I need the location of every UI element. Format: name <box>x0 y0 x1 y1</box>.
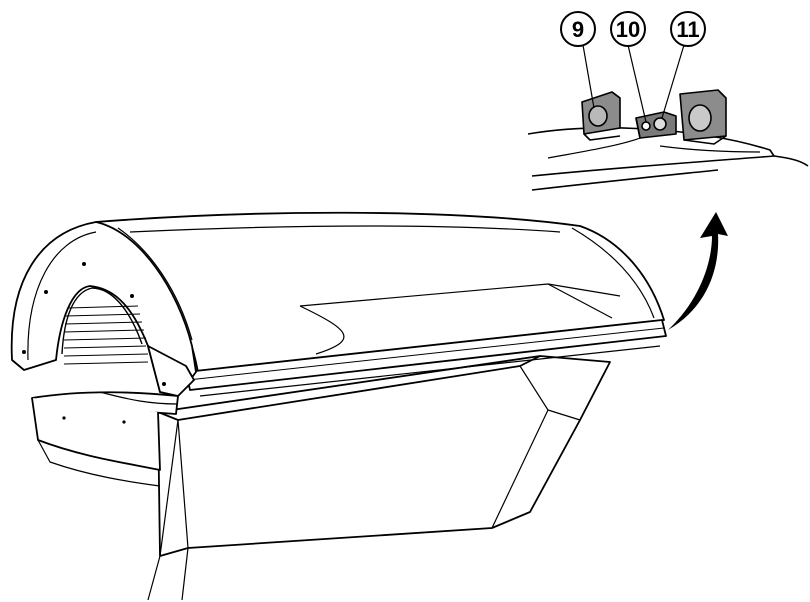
callout-11: 11 <box>670 11 706 47</box>
speaker-left <box>581 91 621 141</box>
callout-10: 10 <box>610 11 646 47</box>
canopy-ridge-right <box>571 227 655 319</box>
canopy-rail-lower <box>199 345 661 397</box>
callout-11-label: 11 <box>676 17 699 42</box>
curved-arrow-up-icon <box>668 212 728 330</box>
bed-base-front-panel <box>157 355 541 421</box>
canopy-ridge-left <box>117 227 193 341</box>
inset-inner-curve <box>547 135 647 159</box>
bed-surface-curve <box>99 391 179 405</box>
control-module <box>635 111 677 139</box>
canopy-facet-2 <box>299 305 345 355</box>
end-cap-tab <box>147 345 195 397</box>
bed-base-panel-line-4 <box>547 409 581 421</box>
callout-9: 9 <box>560 11 596 47</box>
bed-base-panel-line-2 <box>177 419 189 549</box>
inset-right-edge <box>773 155 809 167</box>
bed-base-legs <box>147 547 189 601</box>
leader-line-9 <box>582 44 595 109</box>
detail-inset <box>527 44 809 191</box>
canopy-rail-line <box>187 327 665 381</box>
callout-9-label: 9 <box>572 17 584 42</box>
end-cap-inner <box>27 231 97 361</box>
bed-side-left <box>31 397 161 471</box>
bed-side-lower <box>37 439 161 487</box>
lamp-slats <box>63 305 149 365</box>
screws <box>22 262 166 424</box>
inset-inner-curve-2 <box>659 145 761 153</box>
speaker-right <box>679 89 727 145</box>
leader-line-10 <box>627 44 647 123</box>
canopy-facet-3 <box>129 225 561 233</box>
bed-base-panel-line-1 <box>159 419 179 557</box>
tanning-bed <box>10 211 667 601</box>
callout-10-label: 10 <box>616 17 640 42</box>
leader-line-11 <box>661 44 685 119</box>
canopy-facet-4 <box>547 283 613 319</box>
inset-panel-line <box>531 169 719 191</box>
